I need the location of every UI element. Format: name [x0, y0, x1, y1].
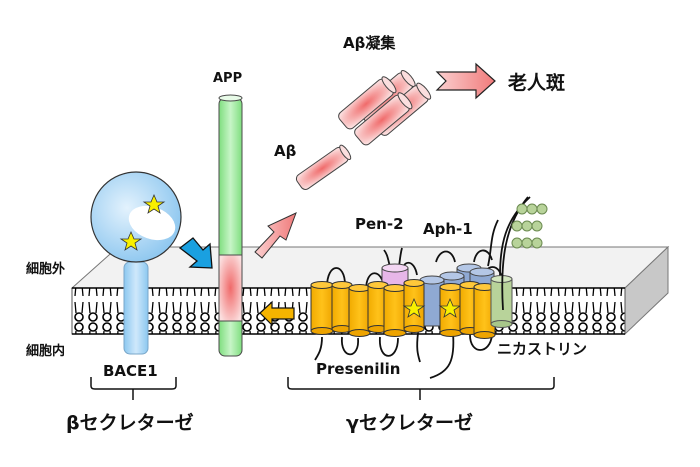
- app-label: APP: [213, 71, 243, 86]
- app-protein: [218, 94, 243, 357]
- glycosylation-beads: [511, 203, 548, 249]
- abeta-aggregate: [338, 69, 432, 146]
- presenilin-protein: [310, 279, 496, 339]
- gamma-secretase-bracket: [287, 377, 555, 400]
- gamma-cleavage-arrow-icon: [259, 300, 295, 327]
- abeta-label: Aβ: [274, 142, 297, 160]
- abeta-aggregate-label: Aβ凝集: [343, 34, 396, 52]
- bace1-label: BACE1: [103, 362, 158, 380]
- catalytic-site-star-icon: [402, 297, 426, 318]
- abeta-release-arrow-icon: [254, 212, 297, 259]
- gamma-secretase-label: γセクレターゼ: [346, 412, 473, 434]
- beta-secretase-label: βセクレターゼ: [66, 412, 194, 434]
- bace1-protein: [90, 171, 182, 355]
- active-site-star-icon: [119, 230, 143, 251]
- senile-plaque-label: 老人斑: [508, 72, 566, 94]
- intracellular-label: 細胞内: [26, 344, 66, 359]
- active-site-star-icon: [142, 193, 166, 214]
- abeta-peptide: [295, 144, 352, 190]
- aph1-label: Aph-1: [423, 220, 473, 238]
- plaque-formation-arrow-icon: [435, 62, 496, 100]
- beta-cleavage-arrow-icon: [178, 237, 213, 269]
- nicastrin-protein: [490, 196, 548, 328]
- nicastrin-label: ニカストリン: [497, 340, 588, 358]
- catalytic-site-star-icon: [438, 297, 462, 318]
- extracellular-label: 細胞外: [26, 262, 66, 277]
- presenilin-label: Presenilin: [316, 360, 401, 378]
- pen2-label: Pen-2: [355, 215, 404, 233]
- bace1-bracket: [90, 377, 177, 400]
